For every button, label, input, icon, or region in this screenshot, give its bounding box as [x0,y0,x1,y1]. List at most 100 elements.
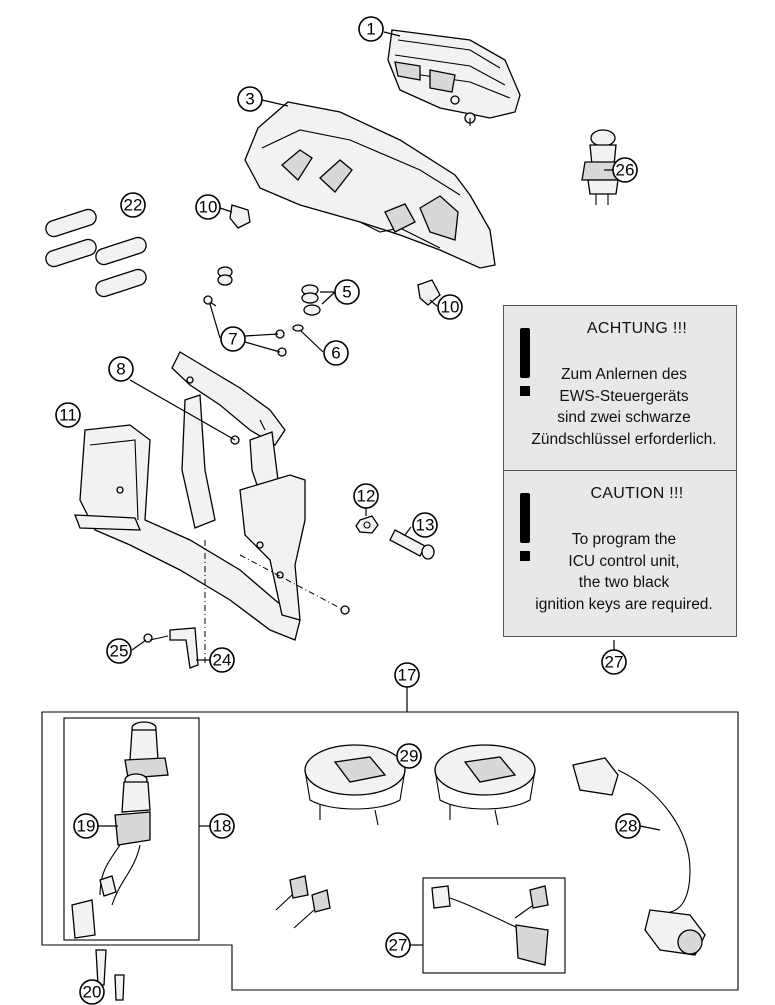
notice-line: the two black [578,574,670,591]
callout-29: 29 [396,743,422,769]
part-washer [292,324,304,332]
warning-notice-english: CAUTION !!! To program the ICU control u… [503,471,737,637]
callout-10-lower: 10 [437,294,463,320]
notice-body: To program the ICU control unit, the two… [516,529,732,615]
callout-27-kit: 27 [385,932,411,958]
part-ignition-lock [71,721,169,939]
callout-3-label: 3 [245,90,254,109]
part-mounting-bracket [74,351,306,641]
callout-26-label: 26 [616,161,635,180]
callout-13: 13 [412,512,438,538]
part-black-keys [275,875,331,929]
leader-7 [209,303,281,353]
part-bracket-screw [143,633,169,643]
callout-8-label: 8 [116,360,125,379]
callout-25-label: 25 [110,642,129,661]
callout-28-label: 28 [619,817,638,836]
notice-line: Zum Anlernen des [561,366,687,383]
leader-5 [320,291,336,305]
notice-line: ICU control unit, [568,552,680,570]
part-programming-adapter [431,885,549,966]
part-bolt [389,529,435,560]
leader-10b [429,299,438,307]
callout-26: 26 [612,157,638,183]
part-immobilizer-antenna [572,757,706,956]
warning-exclamation-icon [514,328,536,400]
subkit-frame-27 [422,877,566,974]
part-instrument-cluster [387,29,521,126]
callout-12-label: 12 [357,487,376,506]
part-foam-tubes [45,208,147,298]
callout-19-label: 19 [77,817,96,836]
part-nut [355,515,379,534]
leader-1 [383,31,401,37]
callout-17: 17 [394,662,420,688]
callout-22-label: 22 [124,196,143,215]
leader-13 [404,526,412,536]
callout-11: 11 [55,402,81,428]
part-headlight-mask [244,101,496,269]
callout-6: 6 [323,340,349,366]
warning-notice-german: ACHTUNG !!! Zum Anlernen des EWS-Steuerg… [503,305,737,471]
warning-exclamation-icon [514,493,536,565]
callout-12: 12 [353,483,379,509]
callout-17-label: 17 [398,666,417,685]
callout-11-label: 11 [59,406,77,425]
callout-20: 20 [79,979,105,1005]
callout-24: 24 [209,647,235,673]
leader-3 [261,99,289,107]
notice-line: sind zwei schwarze [557,409,691,426]
leader-25 [131,639,147,651]
leader-6 [299,329,324,353]
callout-27-kit-label: 27 [389,936,408,955]
callout-27-notice-label: 27 [605,653,624,672]
part-clip-lower [417,279,441,306]
callout-19: 19 [73,813,99,839]
callout-27-notice: 27 [601,649,627,675]
part-rubber-grommets [217,266,321,316]
part-bulbs [95,949,125,1001]
callout-29-label: 29 [400,747,419,766]
leader-10a [219,207,233,213]
callout-25: 25 [106,638,132,664]
callout-10-upper-label: 10 [199,198,218,217]
part-loose-screw [340,605,350,615]
part-small-bracket [169,627,199,669]
callout-7-label: 7 [228,330,237,349]
notice-body: Zum Anlernen des EWS-Steuergeräts sind z… [516,364,732,450]
callout-10-upper: 10 [195,194,221,220]
notice-title: ACHTUNG !!! [586,320,688,337]
callout-1-label: 1 [366,20,375,39]
callout-10-lower-label: 10 [441,298,460,317]
callout-28: 28 [615,813,641,839]
part-screws [203,295,287,357]
callout-1: 1 [358,16,384,42]
callout-5-label: 5 [342,283,351,302]
subkit-frame-18 [63,717,200,941]
callout-18-label: 18 [213,817,232,836]
notice-line: EWS-Steuergeräts [559,387,689,405]
leader-8 [129,379,236,441]
callout-5: 5 [334,279,360,305]
callout-24-label: 24 [213,651,232,670]
callout-18: 18 [209,813,235,839]
part-fuel-cap-2 [434,744,536,826]
notice-line: Zündschlüssel erforderlich. [531,430,717,448]
kit-frame [41,711,739,991]
callout-6-label: 6 [331,344,340,363]
callout-22: 22 [120,192,146,218]
part-fuel-cap-1 [304,744,406,826]
callout-7: 7 [220,326,246,352]
callout-8: 8 [108,356,134,382]
notice-title: CAUTION !!! [590,485,684,502]
callout-3: 3 [237,86,263,112]
part-clip-upper [229,204,251,229]
notice-line: ignition keys are required. [535,595,713,613]
callout-13-label: 13 [416,516,435,535]
notice-line: To program the [571,531,677,548]
assembly-line-2 [239,554,341,609]
callout-20-label: 20 [83,983,102,1002]
leader-28 [639,825,661,831]
